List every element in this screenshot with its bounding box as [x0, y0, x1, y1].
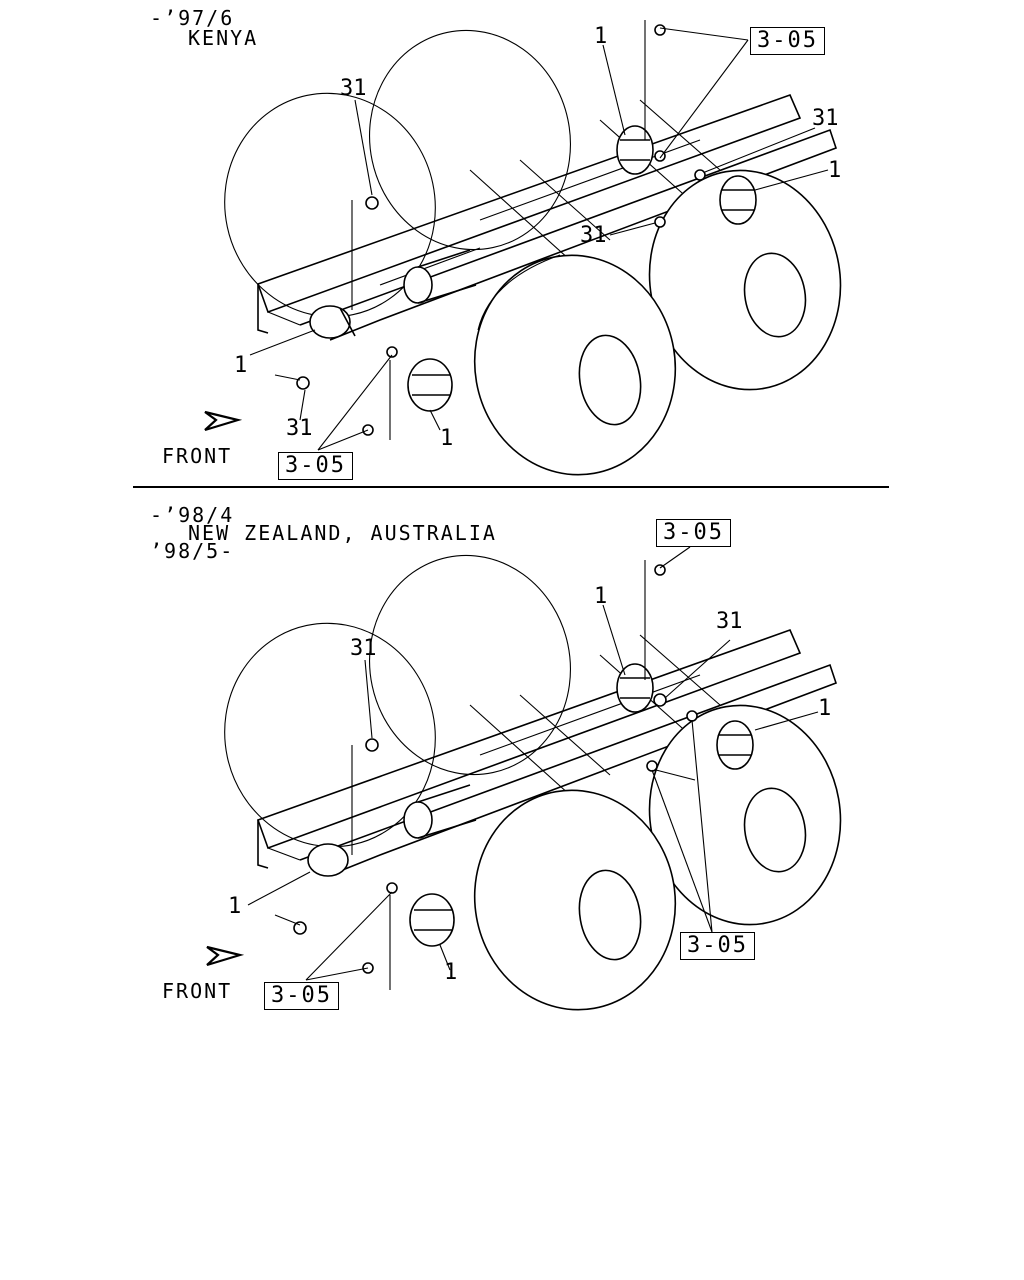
brake-chamber-1c: [309, 305, 356, 339]
callout-label: 31: [340, 76, 367, 101]
brake-chamber-1d: [407, 358, 453, 412]
callout-label: 1: [594, 24, 608, 49]
callout-label: 1: [828, 158, 842, 183]
ref-box-3-05[interactable]: 3-05: [656, 519, 731, 547]
panel-header-line3: ’98/5-: [150, 539, 235, 563]
chassis-diagram-nz-australia: [206, 546, 842, 1011]
callout-label: 1: [594, 584, 608, 609]
brake-chamber-1b: [716, 720, 754, 770]
brake-chamber-1b: [719, 175, 757, 225]
brake-chamber-1d: [409, 893, 455, 947]
callout-label: 1: [440, 426, 454, 451]
brake-chamber-1a: [616, 125, 654, 175]
callout-label: 31: [716, 609, 743, 634]
panel-header-region: KENYA: [188, 26, 259, 50]
brake-chamber-1a: [616, 663, 654, 713]
chassis-diagram-kenya: [204, 20, 842, 476]
brake-chamber-1c: [307, 843, 349, 877]
callout-label: 1: [228, 894, 242, 919]
callout-label: 31: [350, 636, 377, 661]
front-label: FRONT: [162, 444, 233, 468]
callout-label: 1: [444, 960, 458, 985]
ref-box-3-05[interactable]: 3-05: [750, 27, 825, 55]
panel-header-line1: -’97/6: [150, 6, 235, 30]
section-divider: [133, 486, 889, 488]
callout-label: 1: [818, 696, 832, 721]
ref-box-3-05[interactable]: 3-05: [278, 452, 353, 480]
ref-box-3-05[interactable]: 3-05: [680, 932, 755, 960]
callout-label: 31: [286, 416, 313, 441]
panel-header-line1: -’98/4: [150, 503, 235, 527]
panel-header-region: NEW ZEALAND, AUSTRALIA: [188, 521, 497, 545]
callout-label: 1: [234, 353, 248, 378]
callout-label: 31: [812, 106, 839, 131]
front-label: FRONT: [162, 979, 233, 1003]
callout-label: 31: [580, 223, 607, 248]
ref-box-3-05[interactable]: 3-05: [264, 982, 339, 1010]
